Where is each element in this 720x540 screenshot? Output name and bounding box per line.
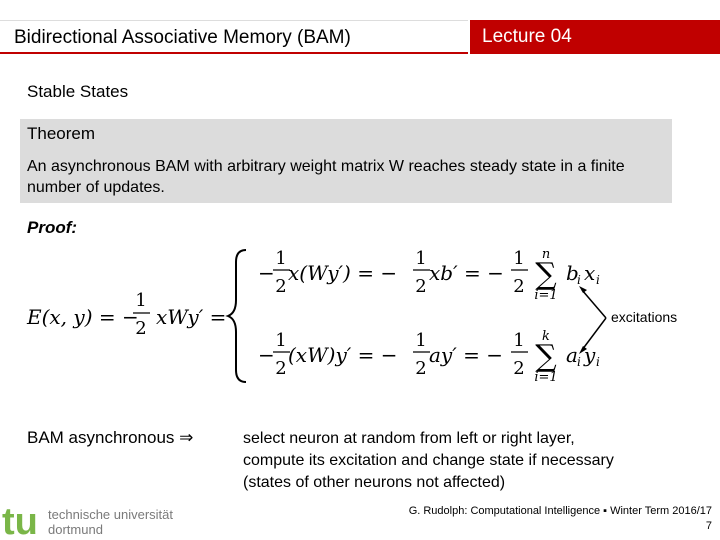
tu-logo-icon: tu <box>2 501 38 540</box>
row2-minus: − <box>258 343 275 367</box>
energy-equation: E(x, y) = − 1 2 xWy′ = − 1 2 x(Wy′) = − … <box>26 247 607 385</box>
row2-d-sub: i <box>596 355 600 369</box>
footer-credit: G. Rudolph: Computational Intelligence ▪… <box>408 505 712 517</box>
row2-half-num: 1 <box>275 330 286 351</box>
row1-sigma: ∑ <box>535 257 557 292</box>
row1-sum-bottom: i=1 <box>534 288 557 303</box>
university-line2: dortmund <box>48 522 103 537</box>
theorem-title: Theorem <box>27 124 96 143</box>
logo-mark: tu <box>2 501 38 540</box>
excitation-arrowhead-bottom <box>579 346 587 354</box>
row1-a: x(Wy′) = − <box>288 261 397 285</box>
row2-half-num-2: 1 <box>415 330 426 351</box>
row2-sum-top: k <box>542 329 550 344</box>
row1-c: b <box>566 261 579 285</box>
row1-minus: − <box>258 261 275 285</box>
row1-b: xb′ = − <box>429 261 504 285</box>
header-lecture: Lecture 04 <box>482 26 572 47</box>
energy-lhs: E(x, y) = − <box>26 305 139 329</box>
row1-d-sub: i <box>596 273 600 287</box>
row2-half-den-3: 2 <box>513 358 524 379</box>
row2-half-den: 2 <box>275 358 286 379</box>
row1-half-num-2: 1 <box>415 248 426 269</box>
row2-half-num-3: 1 <box>513 330 524 351</box>
row1-half-num: 1 <box>275 248 286 269</box>
header-lecture-bar: Lecture 04 <box>470 20 720 54</box>
university-line1: technische universität <box>48 507 174 522</box>
theorem-box: Theorem An asynchronous BAM with arbitra… <box>20 119 672 203</box>
row1-half-den-3: 2 <box>513 276 524 297</box>
row1-half-den-2: 2 <box>415 276 426 297</box>
row2-a: (xW)y′ = − <box>288 343 398 367</box>
section-title: Stable States <box>27 82 129 101</box>
row2-sigma: ∑ <box>535 339 557 374</box>
row2-sum-bottom: i=1 <box>534 370 557 385</box>
excitations-label: excitations <box>611 309 678 325</box>
row1-d: x <box>584 261 595 285</box>
university-name: technische universität dortmund <box>48 507 173 537</box>
bam-desc-line1: select neuron at random from left or rig… <box>243 430 575 447</box>
page-number: 7 <box>705 520 712 532</box>
proof-label: Proof: <box>27 218 78 237</box>
row1-half-num-3: 1 <box>513 248 524 269</box>
case-brace <box>225 249 247 383</box>
bam-desc-line2: compute its excitation and change state … <box>243 452 614 469</box>
excitation-arrow-top <box>581 289 607 319</box>
row1-half-den: 2 <box>275 276 286 297</box>
row2-c: a <box>566 343 578 367</box>
row2-b: ay′ = − <box>429 343 503 367</box>
bam-desc-line3: (states of other neurons not affected) <box>243 474 506 491</box>
energy-half-den: 2 <box>135 318 146 339</box>
row1-sum-top: n <box>542 247 550 262</box>
energy-mid: xWy′ = <box>156 305 226 329</box>
excitation-arrowhead-top <box>579 286 587 293</box>
row1-c-sub: i <box>577 273 581 287</box>
theorem-body: An asynchronous BAM with arbitrary weigh… <box>27 158 625 196</box>
row2-half-den-2: 2 <box>415 358 426 379</box>
header-title-bar: Bidirectional Associative Memory (BAM) <box>0 20 468 54</box>
energy-half-num: 1 <box>135 290 146 311</box>
bam-label: BAM asynchronous ⇒ <box>27 428 194 447</box>
bam-description: select neuron at random from left or rig… <box>243 428 614 494</box>
row2-c-sub: i <box>577 355 581 369</box>
header-title: Bidirectional Associative Memory (BAM) <box>14 27 351 48</box>
excitation-arrow-bottom <box>581 317 607 351</box>
